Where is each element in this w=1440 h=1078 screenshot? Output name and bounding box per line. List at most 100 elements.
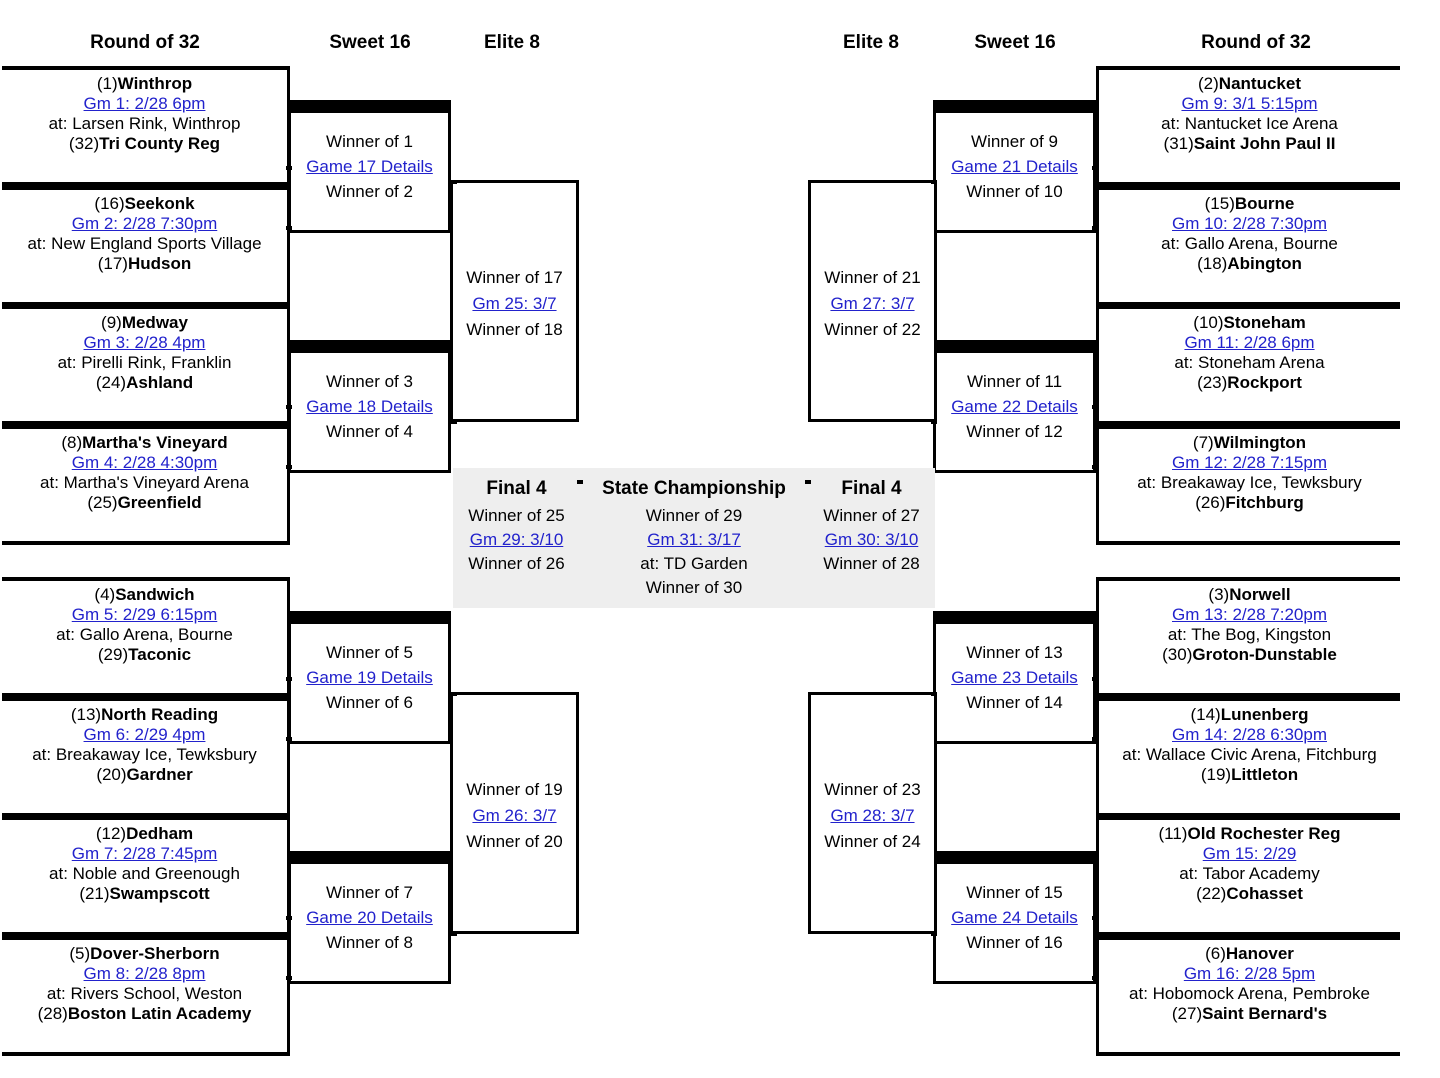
game-details-link[interactable]: Game 24 Details bbox=[951, 908, 1078, 927]
venue-label: at: Breakaway Ice, Tewksbury bbox=[1137, 473, 1362, 492]
game-link[interactable]: Gm 4: 2/28 4:30pm bbox=[71, 453, 218, 472]
game-details-link[interactable]: Game 17 Details bbox=[306, 157, 433, 176]
conn-r32-s16-right-3 bbox=[1092, 465, 1098, 469]
game-link[interactable]: Gm 6: 2/29 4pm bbox=[83, 725, 206, 744]
r32-top-matchup: (13)North Reading bbox=[2, 705, 287, 725]
team-name: Saint John Paul II bbox=[1193, 134, 1336, 153]
game-link[interactable]: Gm 9: 3/1 5:15pm bbox=[1181, 94, 1318, 113]
team-name: Gardner bbox=[126, 765, 193, 784]
r32-bottom-matchup: (24)Ashland bbox=[2, 373, 287, 393]
winner-slot-bottom: Winner of 14 bbox=[966, 693, 1063, 712]
winner-slot-bottom: Winner of 2 bbox=[326, 182, 413, 201]
venue-label: at: Pirelli Rink, Franklin bbox=[57, 353, 232, 372]
game-details-link[interactable]: Game 23 Details bbox=[951, 668, 1078, 687]
game-link[interactable]: Gm 11: 2/28 6pm bbox=[1184, 333, 1315, 352]
r32-bottom-matchup: (21)Swampscott bbox=[2, 884, 287, 904]
game-link[interactable]: Gm 25: 3/7 bbox=[472, 294, 557, 313]
game-link[interactable]: Gm 30: 3/10 bbox=[824, 530, 919, 549]
r32-top-matchup: (9)Medway bbox=[2, 313, 287, 333]
game-details-link[interactable]: Game 19 Details bbox=[306, 668, 433, 687]
game-link[interactable]: Gm 15: 2/29 bbox=[1202, 844, 1297, 863]
winner-slot-top: Winner of 1 bbox=[326, 132, 413, 151]
team-name: Saint Bernard's bbox=[1202, 1004, 1328, 1023]
venue-label: at: Larsen Rink, Winthrop bbox=[48, 114, 241, 133]
seed-label: (16) bbox=[94, 194, 125, 213]
team-name: Lunenberg bbox=[1220, 705, 1309, 724]
seed-label: (27) bbox=[1171, 1004, 1203, 1023]
conn-s16-e8-left-0 bbox=[451, 180, 457, 184]
team-name: Hanover bbox=[1225, 944, 1294, 963]
r32-top-matchup: (2)Nantucket bbox=[1099, 74, 1400, 94]
seed-label: (17) bbox=[97, 254, 128, 273]
venue-label: at: Hobomock Arena, Pembroke bbox=[1129, 984, 1370, 1003]
game-link[interactable]: Gm 27: 3/7 bbox=[830, 294, 915, 313]
venue-label: at: Gallo Arena, Bourne bbox=[1161, 234, 1338, 253]
game-link[interactable]: Gm 1: 2/28 6pm bbox=[83, 94, 206, 113]
r32-bottom-matchup: (20)Gardner bbox=[2, 765, 287, 785]
game-link[interactable]: Gm 29: 3/10 bbox=[469, 530, 564, 549]
game-link[interactable]: Gm 10: 2/28 7:30pm bbox=[1172, 214, 1327, 233]
conn-r32-s16-left-6 bbox=[286, 916, 292, 920]
winner-slot-bottom: Winner of 6 bbox=[326, 693, 413, 712]
game-link[interactable]: Gm 16: 2/28 5pm bbox=[1183, 964, 1316, 983]
game-details-link[interactable]: Game 21 Details bbox=[951, 157, 1078, 176]
game-link[interactable]: Gm 28: 3/7 bbox=[830, 806, 915, 825]
r32-bottom-matchup: (23)Rockport bbox=[1099, 373, 1400, 393]
team-name: Littleton bbox=[1231, 765, 1299, 784]
game-details-link[interactable]: Game 22 Details bbox=[951, 397, 1078, 416]
venue-label: at: Tabor Academy bbox=[1179, 864, 1320, 883]
game-link[interactable]: Gm 31: 3/17 bbox=[647, 530, 741, 549]
game-link[interactable]: Gm 12: 2/28 7:15pm bbox=[1172, 453, 1327, 472]
venue-label: at: Wallace Civic Arena, Fitchburg bbox=[1122, 745, 1377, 764]
r32-top-matchup: (1)Winthrop bbox=[2, 74, 287, 94]
winner-slot-top: Winner of 27 bbox=[823, 506, 920, 525]
game-link[interactable]: Gm 8: 2/28 8pm bbox=[83, 964, 206, 983]
r32-top-matchup: (12)Dedham bbox=[2, 824, 287, 844]
header-left-round-of-32: Round of 32 bbox=[90, 32, 200, 53]
team-name: Cohasset bbox=[1226, 884, 1303, 903]
team-name: Old Rochester Reg bbox=[1187, 824, 1341, 843]
team-name: Seekonk bbox=[124, 194, 195, 213]
game-link[interactable]: Gm 14: 2/28 6:30pm bbox=[1172, 725, 1327, 744]
seed-label: (23) bbox=[1197, 373, 1228, 392]
r32-bottom-matchup: (27)Saint Bernard's bbox=[1099, 1004, 1400, 1024]
seed-label: (25) bbox=[87, 493, 118, 512]
team-name: Martha's Vineyard bbox=[82, 433, 228, 452]
team-name: Bourne bbox=[1234, 194, 1295, 213]
seed-label: (31) bbox=[1163, 134, 1194, 153]
game-details-link[interactable]: Game 18 Details bbox=[306, 397, 433, 416]
winner-slot-top: Winner of 23 bbox=[824, 780, 921, 799]
conn-r32-s16-right-2 bbox=[1092, 405, 1098, 409]
winner-slot-top: Winner of 15 bbox=[966, 883, 1063, 902]
r32-bottom-matchup: (28)Boston Latin Academy bbox=[2, 1004, 287, 1024]
game-link[interactable]: Gm 7: 2/28 7:45pm bbox=[71, 844, 218, 863]
team-name: Hudson bbox=[127, 254, 192, 273]
game-link[interactable]: Gm 2: 2/28 7:30pm bbox=[71, 214, 218, 233]
seed-label: (7) bbox=[1192, 433, 1214, 452]
r32-bottom-matchup: (18)Abington bbox=[1099, 254, 1400, 274]
game-link[interactable]: Gm 13: 2/28 7:20pm bbox=[1172, 605, 1327, 624]
seed-label: (32) bbox=[68, 134, 100, 153]
conn-r32-s16-right-5 bbox=[1092, 737, 1098, 741]
game-link[interactable]: Gm 26: 3/7 bbox=[472, 806, 557, 825]
venue-label: at: TD Garden bbox=[640, 554, 748, 573]
game-details-link[interactable]: Game 20 Details bbox=[306, 908, 433, 927]
game-link[interactable]: Gm 3: 2/28 4pm bbox=[83, 333, 206, 352]
venue-label: at: Martha's Vineyard Arena bbox=[40, 473, 249, 492]
conn-e8-final4-right bbox=[805, 480, 811, 484]
r32-top-matchup: (8)Martha's Vineyard bbox=[2, 433, 287, 453]
winner-slot-top: Winner of 11 bbox=[966, 372, 1063, 391]
game-link[interactable]: Gm 5: 2/29 6:15pm bbox=[71, 605, 218, 624]
winner-slot-bottom: Winner of 10 bbox=[966, 182, 1063, 201]
team-name: Tri County Reg bbox=[99, 134, 221, 153]
